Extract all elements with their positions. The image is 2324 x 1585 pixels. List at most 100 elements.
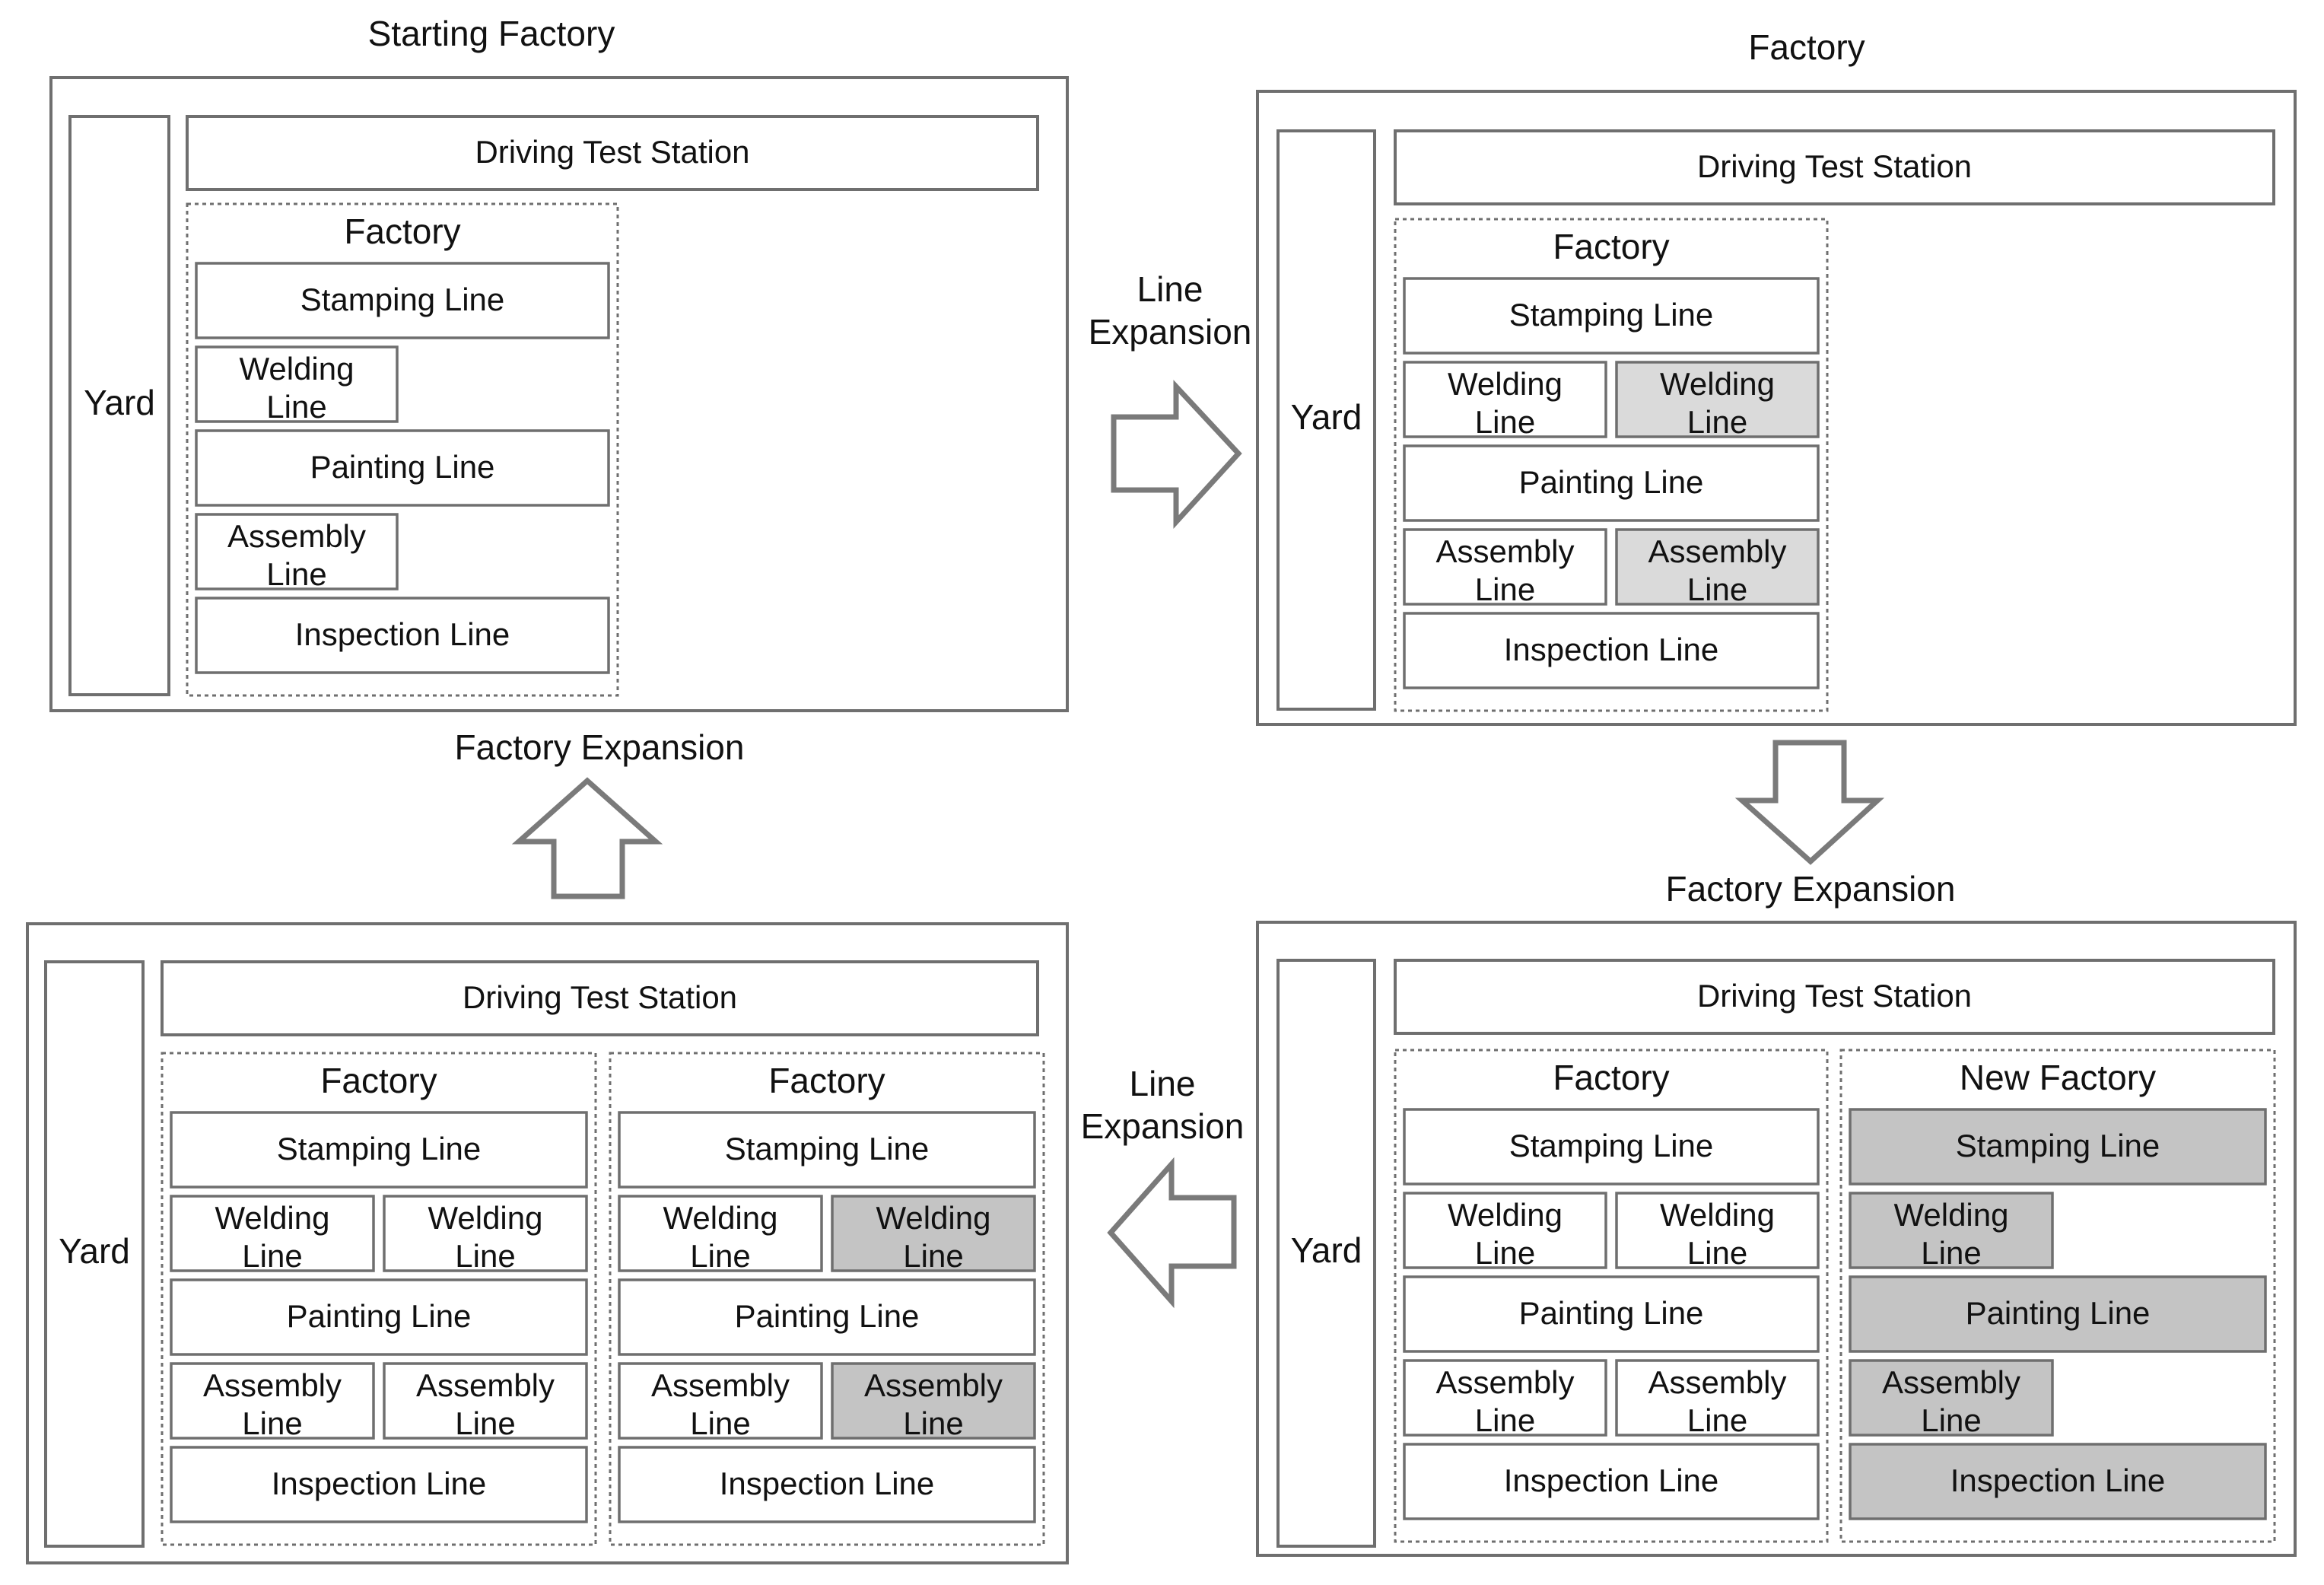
line-label: Inspection Line <box>272 1466 487 1501</box>
line-label: Painting Line <box>735 1298 920 1334</box>
line-label: Stamping Line <box>300 282 505 317</box>
line-box-frame <box>170 1278 588 1356</box>
line-box-frame <box>618 1278 1036 1356</box>
line-box: Stamping Line <box>195 262 610 339</box>
yard-label: Yard <box>84 383 155 422</box>
line-box: Painting Line <box>1849 1275 2267 1353</box>
line-label: Stamping Line <box>1509 1128 1714 1163</box>
line-label: Stamping Line <box>725 1131 930 1166</box>
line-box-frame <box>195 262 610 339</box>
line-box-frame <box>195 513 399 590</box>
line-box: Inspection Line <box>1403 1443 1820 1520</box>
factory-title: Factory <box>344 212 460 251</box>
driving-test-station-label: Driving Test Station <box>1697 978 1972 1014</box>
driving-test-station-box <box>186 115 1039 191</box>
line-box: Inspection Line <box>195 597 610 674</box>
line-box-frame <box>1403 528 1607 606</box>
line-label: Stamping Line <box>1509 297 1714 333</box>
line-box: Stamping Line <box>170 1111 588 1189</box>
yard-label: Yard <box>1291 397 1362 437</box>
line-box-frame <box>170 1446 588 1523</box>
line-box: Stamping Line <box>618 1111 1036 1189</box>
down-arrow-icon <box>1734 740 1885 865</box>
yard-box <box>44 960 145 1548</box>
line-box-frame <box>1403 1443 1820 1520</box>
stage-title: Starting Factory <box>368 14 615 53</box>
line-box-frame <box>1615 1359 1820 1437</box>
factory-expansion-label: Factory Expansion <box>455 727 745 767</box>
factory-dotted-frame <box>186 202 619 697</box>
line-box-frame <box>1849 1443 2267 1520</box>
site-frame <box>1256 90 2297 726</box>
site-frame <box>49 76 1069 712</box>
factory-title: Factory <box>1553 227 1669 266</box>
driving-test-station-label: Driving Test Station <box>475 134 749 170</box>
line-box-frame <box>618 1195 823 1272</box>
line-label: Painting Line <box>1519 1295 1704 1331</box>
yard-box <box>68 115 170 696</box>
line-box: Stamping Line <box>1849 1108 2267 1186</box>
line-label: Stamping Line <box>1956 1128 2160 1163</box>
yard-box <box>1276 129 1376 711</box>
line-box-frame <box>1403 1108 1820 1186</box>
line-box-frame <box>195 345 399 423</box>
factory-dotted-frame <box>1394 1049 1829 1543</box>
factory-dotted-frame <box>1394 218 1829 712</box>
line-box-frame <box>1849 1275 2267 1353</box>
line-box: Painting Line <box>170 1278 588 1356</box>
line-box: Inspection Line <box>1403 612 1820 689</box>
line-box: Stamping Line <box>1403 1108 1820 1186</box>
line-box-frame <box>1403 277 1820 355</box>
line-box-frame <box>195 429 610 507</box>
line-box: Painting Line <box>195 429 610 507</box>
line-box: Inspection Line <box>1849 1443 2267 1520</box>
line-box-frame <box>831 1195 1036 1272</box>
yard-label: Yard <box>59 1231 130 1271</box>
stage-title: Factory <box>1748 27 1865 67</box>
line-label: Painting Line <box>1519 464 1704 500</box>
line-box: Painting Line <box>1403 1275 1820 1353</box>
driving-test-station-box <box>161 960 1039 1036</box>
line-box-frame <box>1403 1275 1820 1353</box>
line-box-frame <box>170 1195 375 1272</box>
line-box-frame <box>1849 1359 2054 1437</box>
line-box-frame <box>618 1111 1036 1189</box>
factory-title: New Factory <box>1960 1058 2156 1097</box>
factory-title: Factory <box>320 1061 437 1100</box>
site-frame <box>26 922 1069 1564</box>
factory-dotted-frame <box>609 1052 1045 1546</box>
line-box: Inspection Line <box>618 1446 1036 1523</box>
line-box-frame <box>1403 1359 1607 1437</box>
line-box-frame <box>170 1362 375 1440</box>
